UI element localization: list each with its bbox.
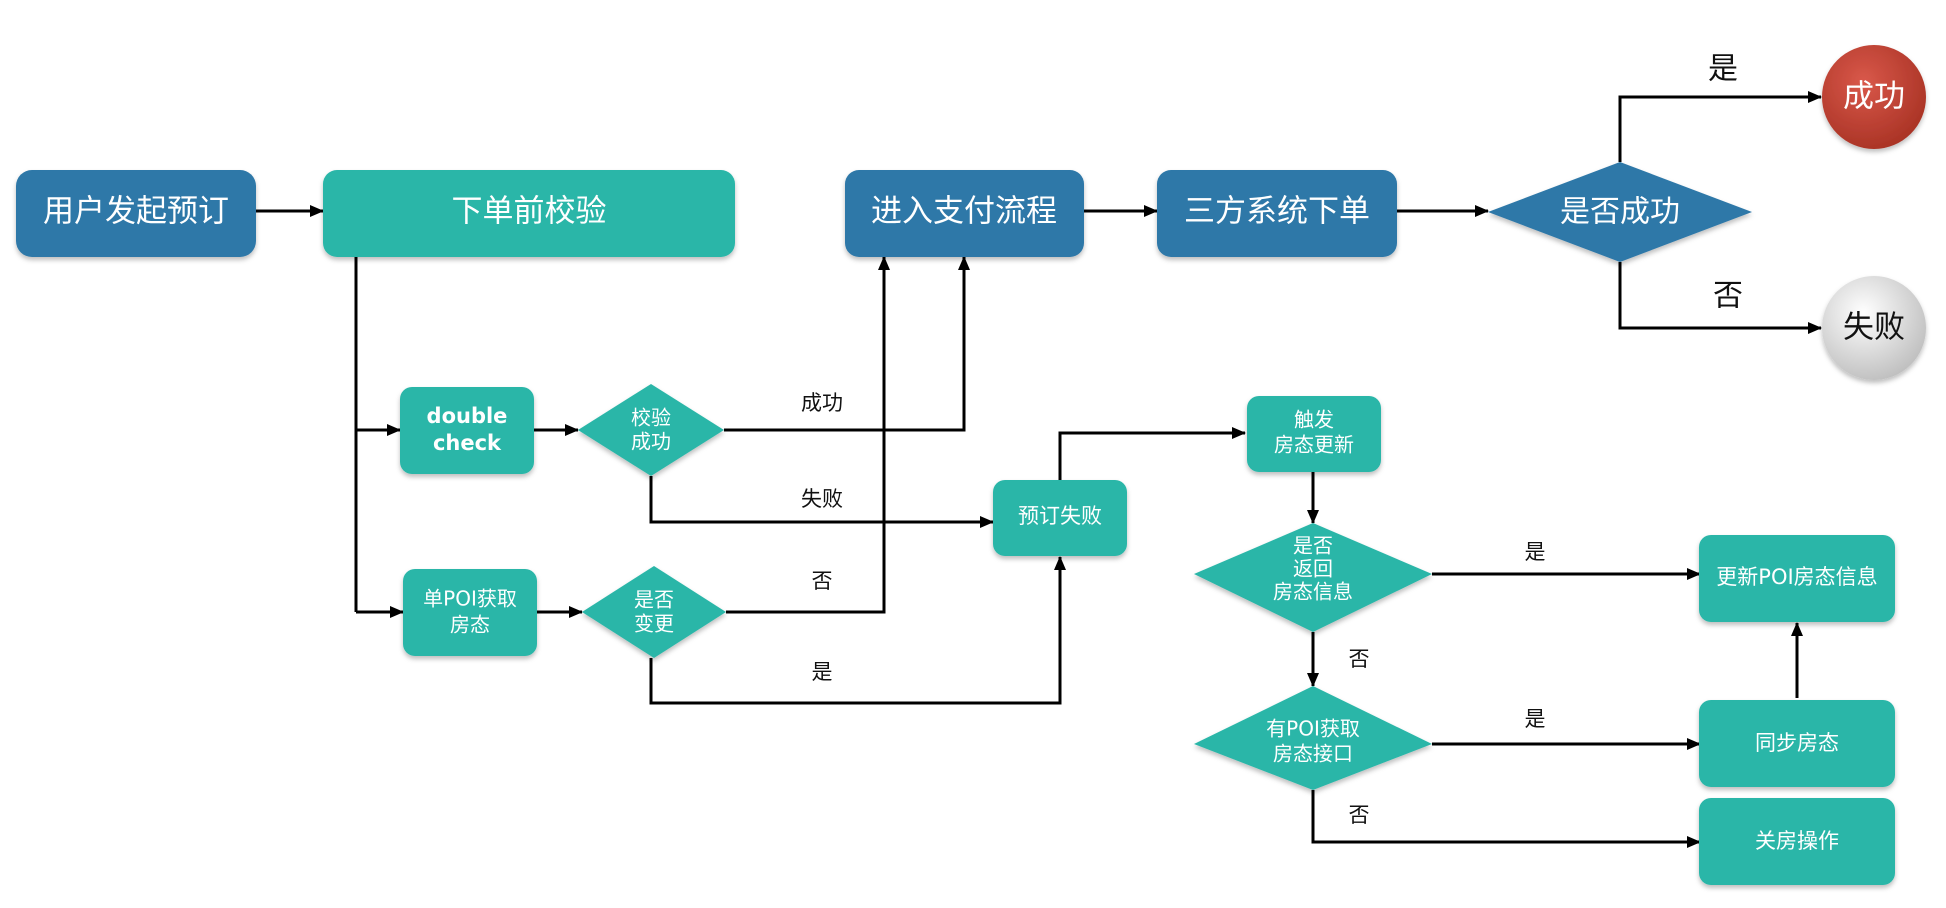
node-verify-ok-line2: 成功 [631,430,671,454]
label-verify-success: 成功 [801,391,843,415]
label-api-no: 否 [1349,803,1370,827]
label-verify-fail: 失败 [801,487,843,511]
node-verify-ok: 校验 成功 [578,384,724,476]
node-pay-label: 进入支付流程 [871,194,1057,230]
edge-changed-no-pay [726,256,890,614]
node-is-success-label: 是否成功 [1560,195,1680,230]
node-has-poi-api-line2: 房态接口 [1273,742,1353,766]
node-double-check-line2: check [433,431,502,455]
node-fail-shape [1822,276,1926,380]
label-api-yes: 是 [1525,707,1546,731]
node-double-check: double check [400,387,534,474]
node-success-label: 成功 [1843,79,1905,115]
node-start-label: 用户发起预订 [43,194,229,230]
node-single-poi-line2: 房态 [450,613,490,637]
label-return-no: 否 [1349,647,1370,671]
node-double-check-shape [400,387,534,474]
node-return-info: 是否 返回 房态信息 [1194,523,1432,632]
edge-api-no-close [1311,790,1701,848]
node-is-success-shape [1488,162,1752,262]
node-has-poi-api: 有POI获取 房态接口 [1194,686,1432,790]
label-changed-no: 否 [812,569,833,593]
label-no-fail: 否 [1713,279,1743,314]
node-sync-state-label: 同步房态 [1755,731,1839,755]
edge-labels: 是 否 成功 失败 否 是 是 否 是 否 [801,52,1743,828]
node-single-poi-shape [403,569,537,656]
label-return-yes: 是 [1525,540,1546,564]
edges [256,91,1822,848]
node-update-poi-shape [1699,535,1895,622]
node-booking-failed-label: 预订失败 [1018,504,1102,528]
node-precheck-shape [323,170,735,257]
node-verify-ok-shape [578,384,724,476]
node-changed: 是否 变更 [582,566,726,658]
node-third-party: 三方系统下单 [1157,170,1397,257]
node-third-party-shape [1157,170,1397,257]
node-pay-shape [845,170,1084,257]
nodes: 用户发起预订 下单前校验 进入支付流程 三方系统下单 是否成功 成功 [16,45,1926,885]
node-return-info-shape [1194,523,1432,632]
edge-verify-success-pay [724,256,970,432]
node-return-info-line1: 是否 [1293,534,1333,558]
node-start-shape [16,170,256,257]
node-changed-line2: 变更 [634,612,674,636]
node-third-party-label: 三方系统下单 [1184,194,1370,230]
node-booking-failed: 预订失败 [993,480,1127,556]
node-precheck: 下单前校验 [323,170,735,257]
node-sync-state: 同步房态 [1699,700,1895,787]
node-sync-state-shape [1699,700,1895,787]
node-return-info-line3: 房态信息 [1273,580,1353,604]
node-single-poi: 单POI获取 房态 [403,569,537,656]
node-fail-label: 失败 [1843,310,1905,346]
node-close-room: 关房操作 [1699,798,1895,885]
node-fail: 失败 [1822,276,1926,380]
node-pay: 进入支付流程 [845,170,1084,257]
node-changed-shape [582,566,726,658]
node-update-poi-label: 更新POI房态信息 [1716,565,1877,589]
node-booking-failed-shape [993,480,1127,556]
edge-verify-fail-bookingfailed [649,476,994,528]
node-trigger-update-shape [1247,396,1381,472]
node-success-shape [1822,45,1926,149]
node-double-check-line1: double [427,404,508,428]
node-trigger-update-line2: 房态更新 [1274,433,1354,457]
node-trigger-update-line1: 触发 [1294,408,1334,432]
node-trigger-update: 触发 房态更新 [1247,396,1381,472]
edge-bookingfailed-trigger [1058,427,1246,480]
node-start: 用户发起预订 [16,170,256,257]
edge-issuccess-no [1618,262,1822,334]
node-success: 成功 [1822,45,1926,149]
node-changed-line1: 是否 [634,588,674,612]
node-precheck-label: 下单前校验 [452,194,607,230]
node-close-room-shape [1699,798,1895,885]
node-close-room-label: 关房操作 [1755,829,1839,853]
node-verify-ok-line1: 校验 [631,406,671,430]
node-update-poi: 更新POI房态信息 [1699,535,1895,622]
label-changed-yes: 是 [812,660,833,684]
node-return-info-line2: 返回 [1293,557,1333,581]
edge-issuccess-yes [1618,91,1822,162]
node-is-success: 是否成功 [1488,162,1752,262]
node-single-poi-line1: 单POI获取 [423,587,517,611]
edge-changed-yes-bookingfailed [649,556,1066,705]
label-yes-success: 是 [1708,52,1738,87]
node-has-poi-api-line1: 有POI获取 [1266,717,1360,741]
node-has-poi-api-shape [1194,686,1432,790]
